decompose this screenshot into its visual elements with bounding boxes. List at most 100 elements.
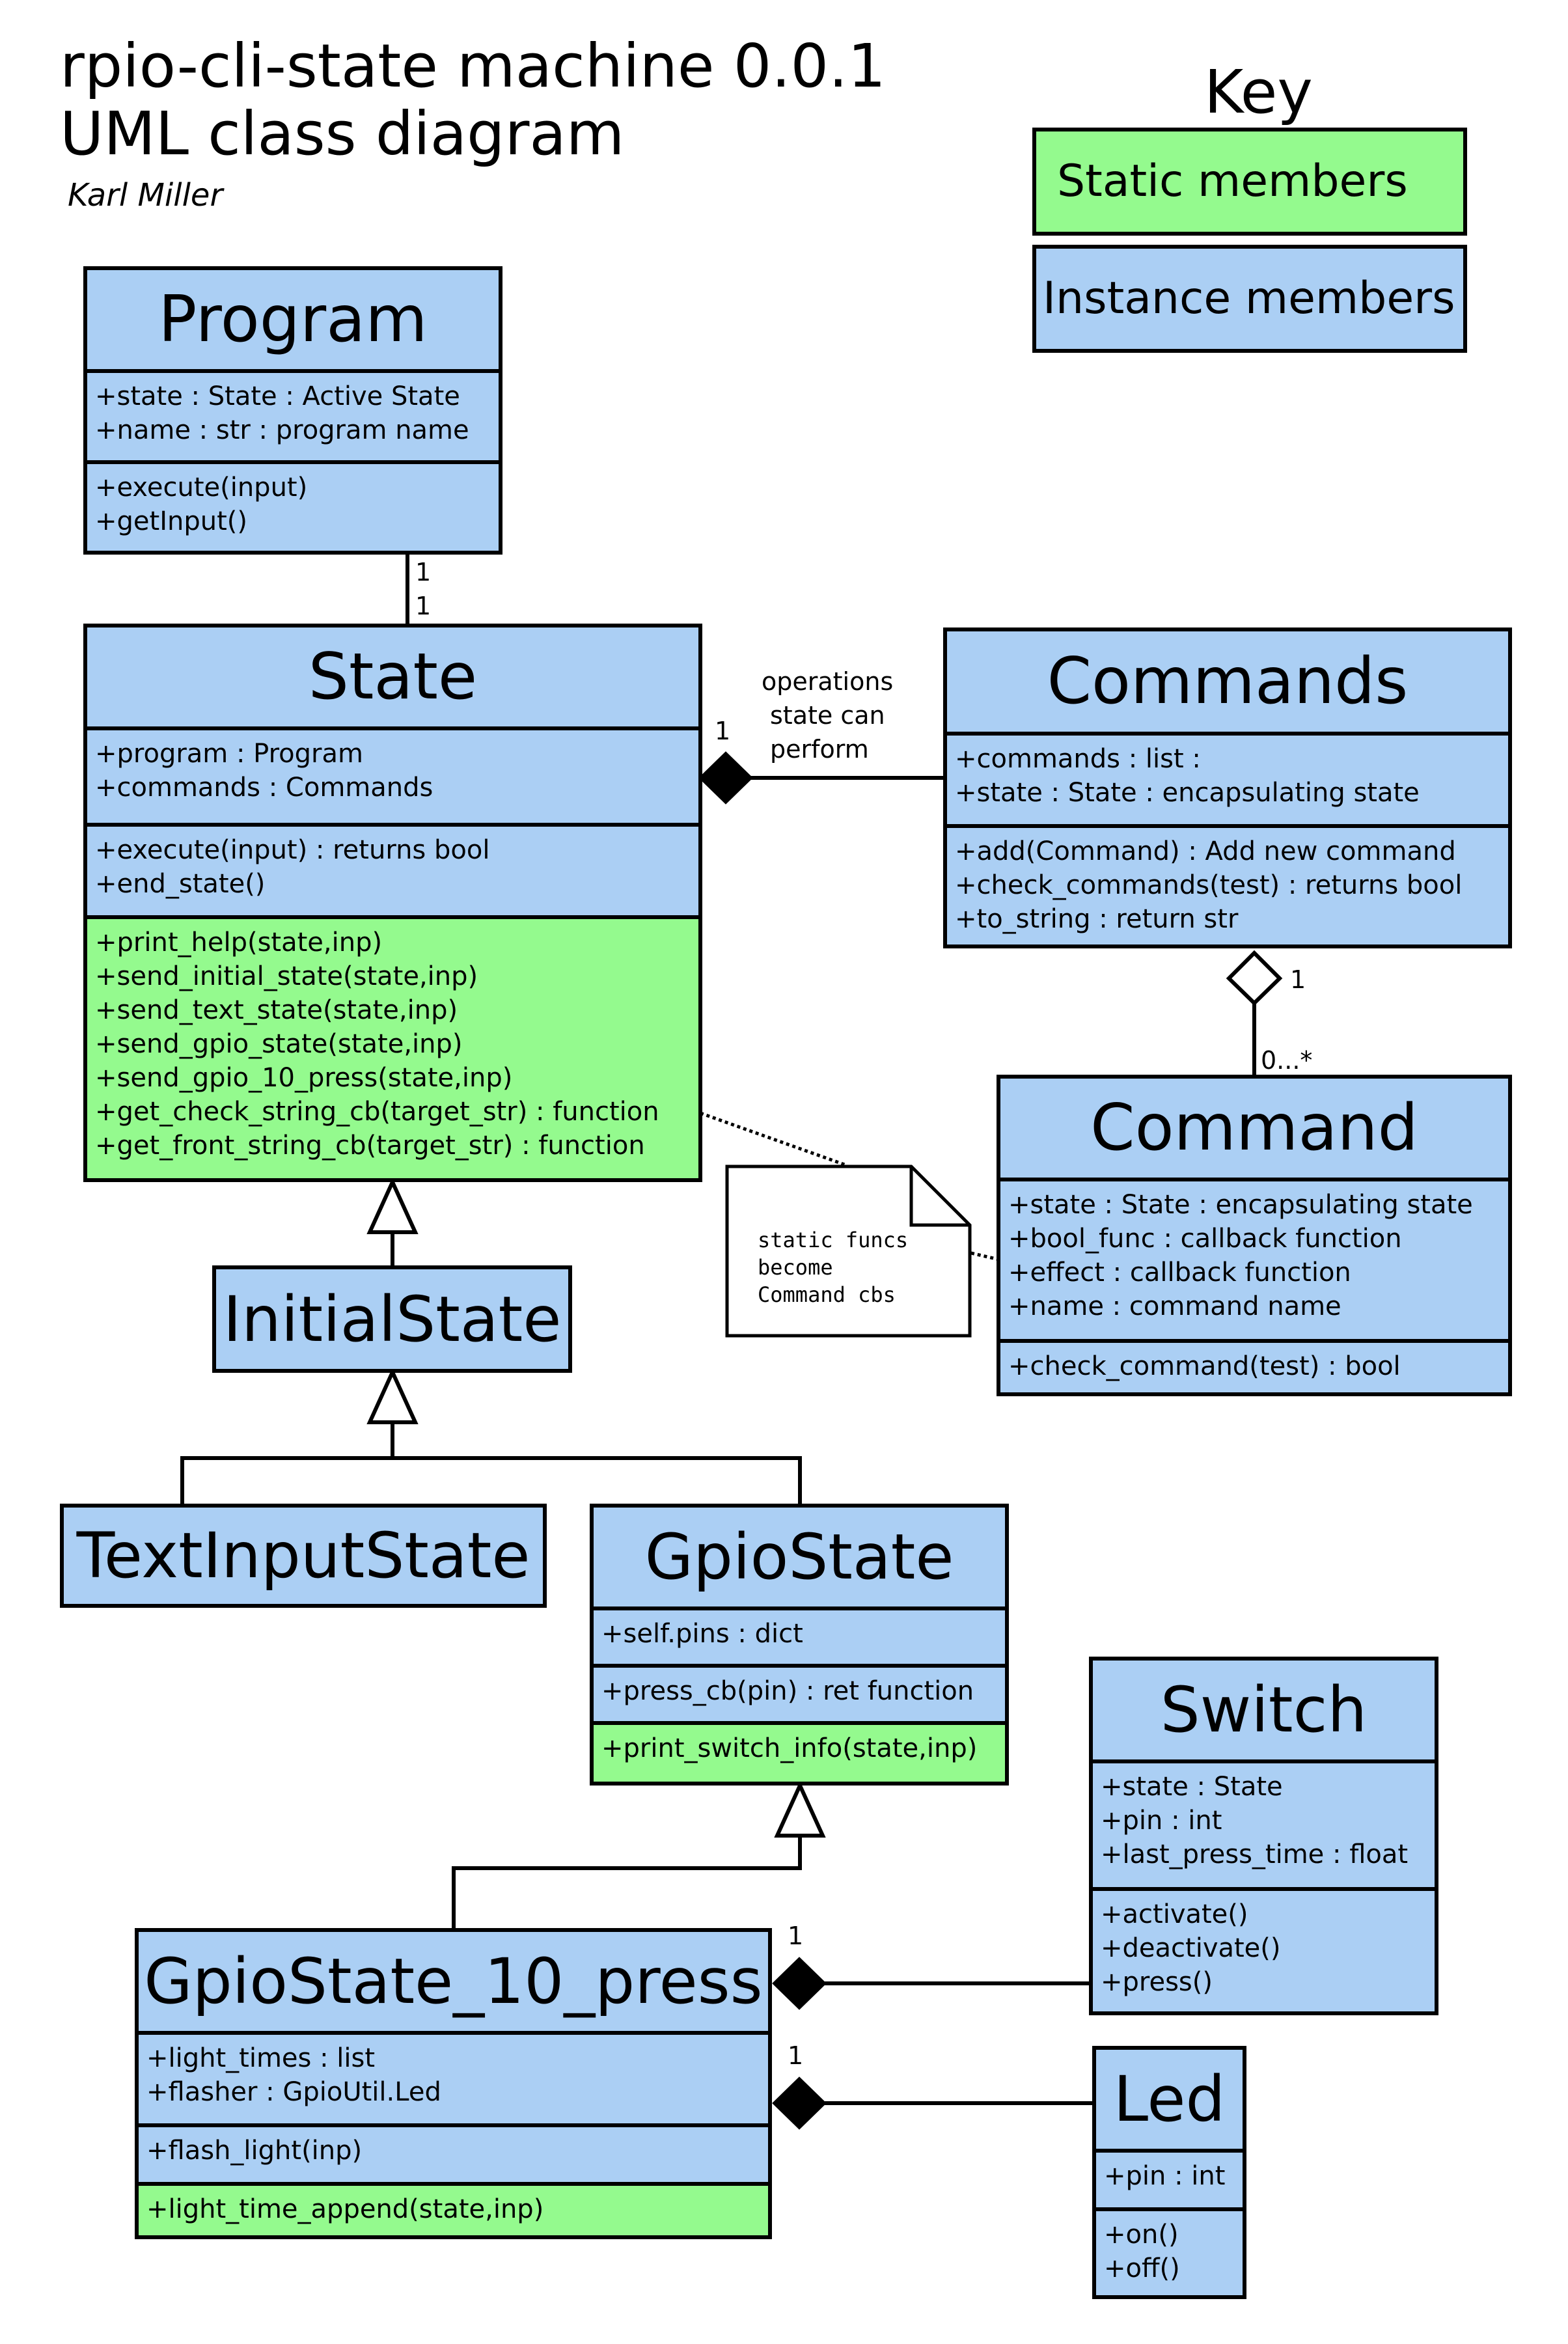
attribute: +commands : list :: [955, 744, 1201, 774]
mult-state-commands: 1: [715, 717, 731, 745]
class-program: Program +state : State : Active State +n…: [83, 266, 502, 555]
static-method: +get_front_string_cb(target_str) : funct…: [95, 1131, 645, 1161]
method: +press_cb(pin) : ret function: [601, 1676, 974, 1706]
attribute: +commands : Commands: [95, 773, 433, 803]
method: +check_command(test) : bool: [1008, 1351, 1401, 1381]
class-program-attributes: +state : State : Active State +name : st…: [87, 369, 499, 460]
class-led-methods: +on() +off(): [1096, 2207, 1243, 2295]
attribute: +light_times : list: [146, 2043, 376, 2073]
attribute: +pin : int: [1104, 2161, 1226, 2191]
class-gpiostate: GpioState +self.pins : dict +press_cb(pi…: [590, 1504, 1009, 1786]
static-method: +send_gpio_10_press(state,inp): [95, 1063, 513, 1093]
diagram-title-line1: rpio-cli-state machine 0.0.1: [60, 31, 886, 101]
class-switch-name: Switch: [1093, 1661, 1435, 1759]
static-method: +send_text_state(state,inp): [95, 995, 458, 1025]
attribute: +bool_func : callback function: [1008, 1224, 1402, 1254]
inheritance-arrow-gpiostate: [774, 1780, 826, 1838]
diagram-title-line2: UML class diagram: [60, 99, 625, 169]
class-commands-methods: +add(Command) : Add new command +check_c…: [947, 824, 1508, 944]
class-state-attributes: +program : Program +commands : Commands: [87, 726, 698, 823]
static-method: +print_switch_info(state,inp): [601, 1733, 978, 1763]
class-commands-attributes: +commands : list : +state : State : enca…: [947, 732, 1508, 824]
note-link-state: [700, 1111, 847, 1167]
mult-commands-command-a: 1: [1290, 965, 1306, 994]
attribute: +flasher : GpioUtil.Led: [146, 2077, 441, 2107]
attribute: +effect : callback function: [1008, 1258, 1351, 1288]
class-switch-attributes: +state : State +pin : int +last_press_ti…: [1093, 1759, 1435, 1887]
method: +add(Command) : Add new command: [955, 836, 1456, 866]
key-static-members: Static members: [1032, 128, 1467, 236]
class-switch-methods: +activate() +deactivate() +press(): [1093, 1887, 1435, 2011]
class-command: Command +state : State : encapsulating s…: [997, 1075, 1512, 1396]
mult-commands-command-b: 0...*: [1261, 1046, 1313, 1075]
class-gpiostate-10-press-attributes: +light_times : list +flasher : GpioUtil.…: [139, 2031, 768, 2123]
class-command-name: Command: [1000, 1079, 1508, 1178]
key-instance-label: Instance members: [1043, 273, 1455, 324]
class-command-attributes: +state : State : encapsulating state +bo…: [1000, 1178, 1508, 1339]
author-name: Karl Miller: [68, 177, 223, 214]
aggregation-diamond-commands: [1226, 950, 1283, 1006]
class-gpiostate-static-methods: +print_switch_info(state,inp): [594, 1721, 1005, 1782]
key-title: Key: [1204, 57, 1313, 127]
composition-diamond-switch: [772, 1957, 827, 2010]
composition-diamond-led: [772, 2076, 827, 2130]
mult-program-state-a: 1: [415, 558, 432, 586]
class-commands: Commands +commands : list : +state : Sta…: [943, 627, 1512, 948]
method: +execute(input): [95, 473, 308, 503]
class-commands-name: Commands: [947, 631, 1508, 732]
method: +activate(): [1101, 1899, 1248, 1929]
inheritance-arrow-initialstate: [366, 1367, 419, 1424]
attribute: +last_press_time : float: [1101, 1840, 1409, 1869]
relation-label-line1: operations: [762, 667, 894, 696]
method: +end_state(): [95, 869, 266, 899]
note-text: static funcs become Command cbs: [758, 1228, 909, 1307]
key-instance-members: Instance members: [1032, 245, 1467, 353]
static-method: +send_gpio_state(state,inp): [95, 1029, 463, 1059]
inheritance-arrow-state: [366, 1177, 419, 1234]
class-gpiostate-10-press-name: GpioState_10_press: [139, 1932, 768, 2031]
class-gpiostate-name: GpioState: [594, 1508, 1005, 1606]
class-state-methods: +execute(input) : returns bool +end_stat…: [87, 823, 698, 915]
class-program-name: Program: [87, 270, 499, 369]
attribute: +name : str : program name: [95, 415, 469, 445]
class-led-name: Led: [1096, 2050, 1243, 2149]
note-fold: [909, 1166, 970, 1227]
note-shape: [725, 1165, 972, 1338]
class-textinputstate-name: TextInputState: [64, 1508, 543, 1604]
class-led-attributes: +pin : int: [1096, 2149, 1243, 2207]
relation-label-line2: state can: [770, 701, 885, 730]
gpio10-to-gpiostate-line: [452, 1836, 802, 1930]
class-led: Led +pin : int +on() +off(): [1092, 2046, 1246, 2299]
attribute: +state : State : encapsulating state: [1008, 1190, 1473, 1220]
method: +flash_light(inp): [146, 2136, 363, 2166]
static-method: +light_time_append(state,inp): [146, 2194, 544, 2224]
attribute: +state : State : encapsulating state: [955, 778, 1420, 808]
class-command-methods: +check_command(test) : bool: [1000, 1339, 1508, 1392]
attribute: +program : Program: [95, 739, 363, 769]
mult-gpio10-led: 1: [788, 2041, 804, 2070]
mult-gpio10-switch: 1: [788, 1922, 804, 1950]
attribute: +name : command name: [1008, 1291, 1341, 1321]
class-gpiostate-10-press-static-methods: +light_time_append(state,inp): [139, 2182, 768, 2235]
method: +getInput(): [95, 506, 247, 536]
attribute: +state : State: [1101, 1772, 1283, 1802]
mult-program-state-b: 1: [415, 592, 432, 620]
attribute: +self.pins : dict: [601, 1619, 803, 1649]
class-state: State +program : Program +commands : Com…: [83, 624, 702, 1182]
class-gpiostate-10-press-methods: +flash_light(inp): [139, 2123, 768, 2182]
key-static-label: Static members: [1057, 156, 1408, 207]
class-initialstate: InitialState: [212, 1265, 572, 1373]
note-link-command: [970, 1251, 1000, 1262]
class-state-static-methods: +print_help(state,inp) +send_initial_sta…: [87, 915, 698, 1178]
class-gpiostate-10-press: GpioState_10_press +light_times : list +…: [135, 1928, 772, 2239]
class-switch: Switch +state : State +pin : int +last_p…: [1089, 1657, 1438, 2015]
attribute: +pin : int: [1101, 1806, 1222, 1836]
class-initialstate-name: InitialState: [216, 1269, 568, 1369]
method: +check_commands(test) : returns bool: [955, 870, 1463, 900]
static-method: +print_help(state,inp): [95, 928, 383, 958]
class-gpiostate-attributes: +self.pins : dict: [594, 1606, 1005, 1664]
class-gpiostate-methods: +press_cb(pin) : ret function: [594, 1664, 1005, 1721]
composition-diamond-state: [698, 751, 753, 805]
initialstate-children-line: [180, 1456, 802, 1505]
